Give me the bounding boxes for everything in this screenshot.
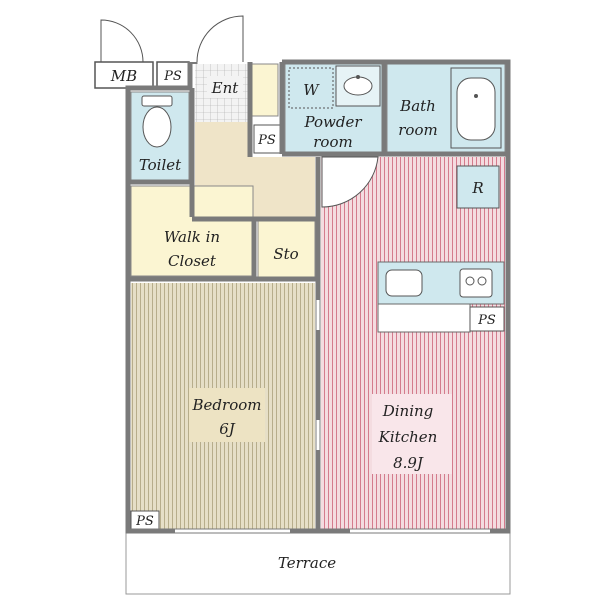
walk-in-label-line1: Walk in (164, 228, 220, 246)
kitchen-counter-back (377, 303, 471, 333)
ps-kitchen-label: PS (477, 313, 496, 328)
ps-hall (253, 124, 281, 154)
dk-label-line2: Kitchen (378, 428, 438, 446)
washer-space (288, 67, 334, 109)
ps-top (156, 61, 190, 89)
entrance-door-right (196, 15, 244, 63)
burner-right-icon (477, 276, 487, 286)
ps-bottom-label: PS (135, 514, 154, 529)
ps-kitchen (469, 306, 505, 332)
dk-label-line3: 8.9J (393, 454, 424, 472)
burner-left-icon (465, 276, 475, 286)
toilet-label: Toilet (139, 156, 182, 174)
bedroom-label-panel (189, 388, 265, 442)
entrance-label-bg (207, 76, 243, 98)
faucet-icon (356, 75, 360, 79)
dining-kitchen-label-panel (372, 394, 452, 474)
toilet-bowl-icon (142, 106, 172, 148)
walls (125, 59, 511, 534)
ps-top-label: PS (163, 69, 182, 84)
bathtub-basin-icon (456, 77, 496, 141)
bath-label-line1: Bath (399, 97, 436, 115)
ps-hall-label: PS (257, 133, 276, 148)
dk-label-line1: Dining (382, 402, 434, 420)
entrance-door-left (100, 19, 144, 63)
terrace-window-frames (175, 528, 490, 534)
powder-label-line1: Powder (303, 113, 362, 131)
powder-label-line2: room (313, 133, 352, 151)
terrace (125, 529, 511, 595)
storage (257, 216, 316, 278)
bedroom-label-line2: 6J (219, 420, 236, 438)
refrigerator-label: R (471, 179, 483, 197)
walk-in-label-line2: Closet (168, 252, 217, 270)
meter-box (94, 61, 154, 89)
shoe-cabinet (251, 63, 279, 117)
bedroom-label-line1: Bedroom (192, 396, 262, 414)
wash-basin-icon (343, 76, 373, 96)
sink-icon (385, 269, 423, 297)
washer-label: W (303, 81, 320, 99)
meter-box-label: MB (110, 67, 137, 85)
dk-door-swing (321, 156, 379, 208)
bathtub-drain-icon (474, 94, 478, 98)
storage-label: Sto (273, 245, 298, 263)
toilet-tank-icon (141, 95, 173, 107)
stove-icon (459, 268, 493, 298)
bath-label-line2: room (398, 121, 437, 139)
terrace-label: Terrace (278, 554, 336, 572)
refrigerator (456, 165, 500, 209)
entrance-label: Ent (211, 79, 240, 97)
